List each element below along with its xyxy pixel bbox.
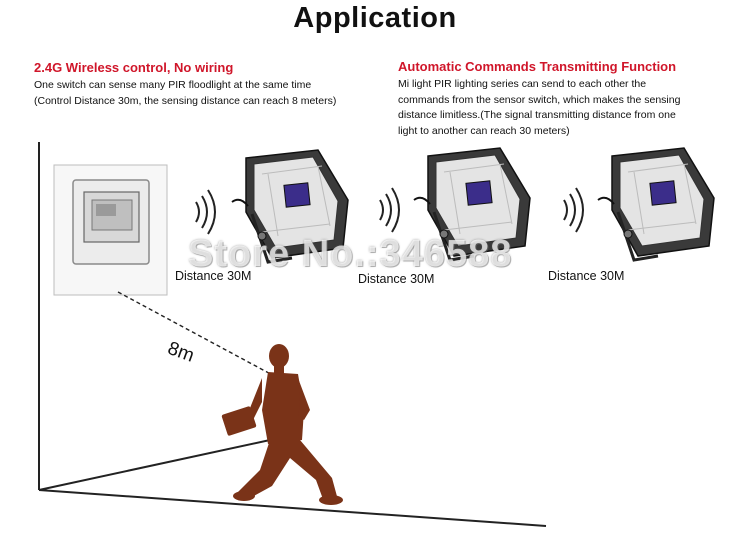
sensing-range-line <box>117 291 279 379</box>
wireless-control-heading: 2.4G Wireless control, No wiring <box>34 60 234 75</box>
wireless-signal-icon <box>563 187 584 233</box>
distance-label: Distance 30M <box>548 269 625 283</box>
auto-transmit-description: Mi light PIR lighting series can send to… <box>398 77 728 139</box>
description-line: Mi light PIR lighting series can send to… <box>398 78 647 90</box>
wireless-signal-icon <box>195 189 216 235</box>
pir-floodlight <box>413 147 531 262</box>
distance-label: Distance 30M <box>358 272 435 286</box>
pir-sensor-switch <box>53 164 168 296</box>
description-line: commands from the sensor switch, which m… <box>398 93 681 106</box>
page-title: Application <box>293 2 457 34</box>
auto-transmit-heading: Automatic Commands Transmitting Function <box>398 59 677 74</box>
pir-floodlight <box>231 149 349 264</box>
wireless-signal-icon <box>379 187 400 233</box>
store-watermark: Store No.:346588 <box>188 233 513 275</box>
distance-label: Distance 30M <box>175 269 252 283</box>
room-corner <box>38 142 547 527</box>
description-line: light to another can reach 30 meters) <box>398 124 570 137</box>
description-line: distance limitless.(The signal transmitt… <box>398 109 676 121</box>
description-line: (Control Distance 30m, the sensing dista… <box>34 94 337 107</box>
walking-person-silhouette <box>221 344 343 505</box>
pir-floodlight <box>597 147 715 262</box>
description-line: One switch can sense many PIR floodlight… <box>34 79 312 91</box>
wireless-control-description: One switch can sense many PIR floodlight… <box>34 78 374 109</box>
